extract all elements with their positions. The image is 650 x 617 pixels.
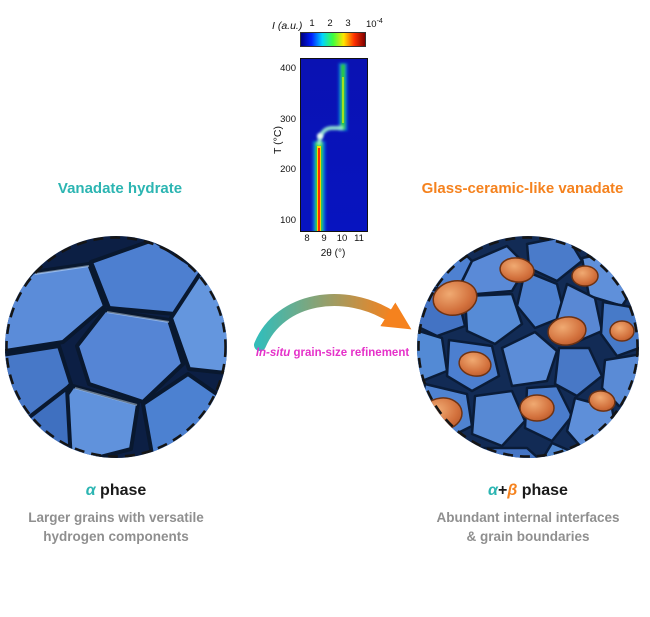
- beta-symbol: β: [507, 482, 518, 499]
- left-phase-label: α phase: [5, 482, 227, 500]
- right-description-line1: Abundant internal interfaces: [436, 510, 620, 525]
- colorbar-tick: 1: [309, 18, 315, 29]
- left-description: Larger grains with versatile hydrogen co…: [0, 509, 241, 547]
- y-tick: 300: [280, 114, 296, 125]
- grain-illustration-alpha: [5, 236, 227, 458]
- colorbar-gradient: [300, 32, 366, 47]
- heatmap-plot-area: [300, 58, 368, 232]
- arrow-label-italic: In-situ: [255, 347, 291, 359]
- y-tick: 100: [280, 215, 296, 226]
- right-micrograph-circle: [417, 236, 639, 458]
- arrow-label-rest: grain-size refinement: [290, 347, 410, 359]
- y-tick: 200: [280, 164, 296, 175]
- transition-arrow: [250, 285, 415, 360]
- alpha-symbol: α: [488, 482, 498, 499]
- left-description-line1: Larger grains with versatile: [28, 510, 204, 525]
- heatmap-image: [301, 59, 367, 231]
- scale-exponent: -4: [376, 18, 383, 25]
- scale-base: 10: [366, 19, 377, 31]
- curved-arrow-icon: [254, 294, 412, 351]
- right-description: Abundant internal interfaces & grain bou…: [403, 509, 650, 547]
- left-micrograph-circle: [5, 236, 227, 458]
- right-section-title: Glass-ceramic-like vanadate: [421, 180, 624, 197]
- colorbar-scale: 10-4: [366, 18, 383, 30]
- arrow-label: In-situ grain-size refinement: [235, 347, 430, 359]
- y-tick: 400: [280, 63, 296, 74]
- plus-symbol: +: [497, 482, 508, 499]
- colorbar-tick: 2: [327, 18, 333, 29]
- phase-word: phase: [95, 482, 147, 499]
- x-axis-label: 2θ (°): [320, 248, 346, 259]
- right-phase-label: α+β phase: [417, 482, 639, 500]
- right-description-line2: & grain boundaries: [466, 528, 590, 544]
- x-tick: 10: [336, 233, 348, 244]
- left-description-line2: hydrogen components: [43, 528, 189, 544]
- phase-word: phase: [517, 482, 568, 499]
- grain-illustration-alpha-beta: [417, 236, 639, 458]
- left-section-title: Vanadate hydrate: [57, 180, 183, 197]
- alpha-symbol: α: [85, 482, 96, 499]
- x-tick: 9: [321, 233, 327, 244]
- x-tick: 11: [354, 233, 364, 244]
- xrd-contour-plot: I (a.u.) 1 2 3 10-4 T (°C) 400 300 200 1…: [254, 8, 399, 264]
- colorbar-title: I (a.u.): [272, 20, 303, 32]
- x-tick: 8: [304, 233, 310, 244]
- colorbar-tick: 3: [345, 18, 351, 29]
